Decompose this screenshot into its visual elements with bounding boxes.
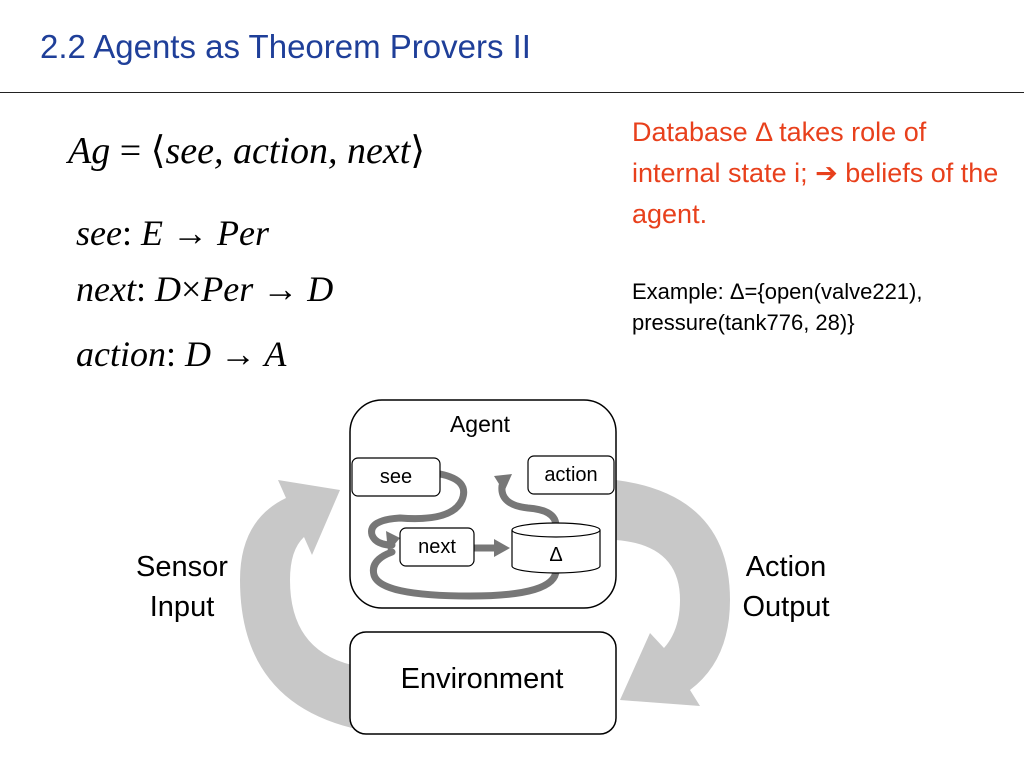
eq3-domain2: Per: [201, 269, 254, 309]
delta-cylinder-body: [511, 530, 601, 574]
eq1-items: see, action, next: [165, 130, 411, 172]
see-label: see: [380, 466, 412, 488]
action-output-arrow: [616, 480, 730, 706]
action-label: action: [544, 464, 597, 486]
see-box: [351, 457, 441, 497]
eq1-lhs: Ag: [68, 130, 111, 172]
eq3-domain: D: [154, 269, 181, 309]
environment-label: Environment: [401, 663, 564, 695]
example-note: Example: Δ={open(valve221), pressure(tan…: [632, 276, 1017, 338]
next-label: next: [418, 536, 456, 558]
action-box: [527, 455, 615, 495]
equation-next: next: D×Per → D: [76, 268, 333, 310]
eq3-arrow: →: [262, 269, 299, 309]
arrowhead-into-next: [386, 531, 400, 552]
equation-see: see: E → Per: [76, 212, 269, 254]
delta-label: Δ: [549, 544, 562, 566]
output-label-line1: Action: [746, 551, 827, 583]
environment-box: [349, 631, 617, 735]
eq2-arrow: →: [171, 213, 208, 253]
output-label-line2: Output: [742, 591, 829, 623]
agent-label: Agent: [450, 411, 511, 437]
eq2-codomain: Per: [216, 213, 269, 253]
eq4-arrow: →: [220, 334, 256, 374]
eq1-left-angle: ⟨: [150, 130, 166, 172]
eq3-colon: :: [135, 269, 146, 309]
eq3-times: ×: [180, 269, 202, 309]
eq4-domain: D: [185, 334, 211, 374]
eq2-colon: :: [121, 213, 132, 253]
eq4-fn: action: [76, 334, 166, 374]
title-divider: [0, 92, 1024, 93]
inner-arrowheads: [386, 474, 512, 557]
eq1-equals: =: [119, 130, 142, 172]
loop-back-flow: [369, 548, 560, 600]
eq4-colon: :: [165, 334, 176, 374]
equation-action: action: D → A: [76, 333, 286, 375]
delta-cylinder-top: [511, 522, 601, 538]
example-line-2: pressure(tank776, 28)}: [632, 310, 855, 335]
slide-title: 2.2 Agents as Theorem Provers II: [40, 28, 531, 65]
equation-agent-tuple: Ag = ⟨see, action, next⟩: [68, 128, 425, 173]
eq3-fn: next: [76, 269, 136, 309]
eq1-right-angle: ⟩: [410, 130, 426, 172]
arrowhead-into-action: [494, 474, 512, 492]
delta-to-action-flow: [498, 482, 560, 530]
arrowhead-into-delta: [494, 539, 510, 557]
eq2-fn: see: [76, 213, 122, 253]
eq3-codomain: D: [307, 269, 334, 309]
sensor-input-arrow: [240, 480, 352, 728]
database-note: Database Δ takes role of internal state …: [632, 117, 999, 229]
eq4-codomain: A: [264, 334, 287, 374]
eq2-domain: E: [140, 213, 163, 253]
delta-database: Δ: [511, 522, 601, 574]
sensor-label-line2: Input: [150, 591, 215, 623]
sensor-label-line1: Sensor: [136, 551, 228, 583]
see-to-next-flow: [368, 470, 468, 549]
example-line-1: Example: Δ={open(valve221),: [632, 279, 923, 304]
next-box: [399, 527, 475, 567]
